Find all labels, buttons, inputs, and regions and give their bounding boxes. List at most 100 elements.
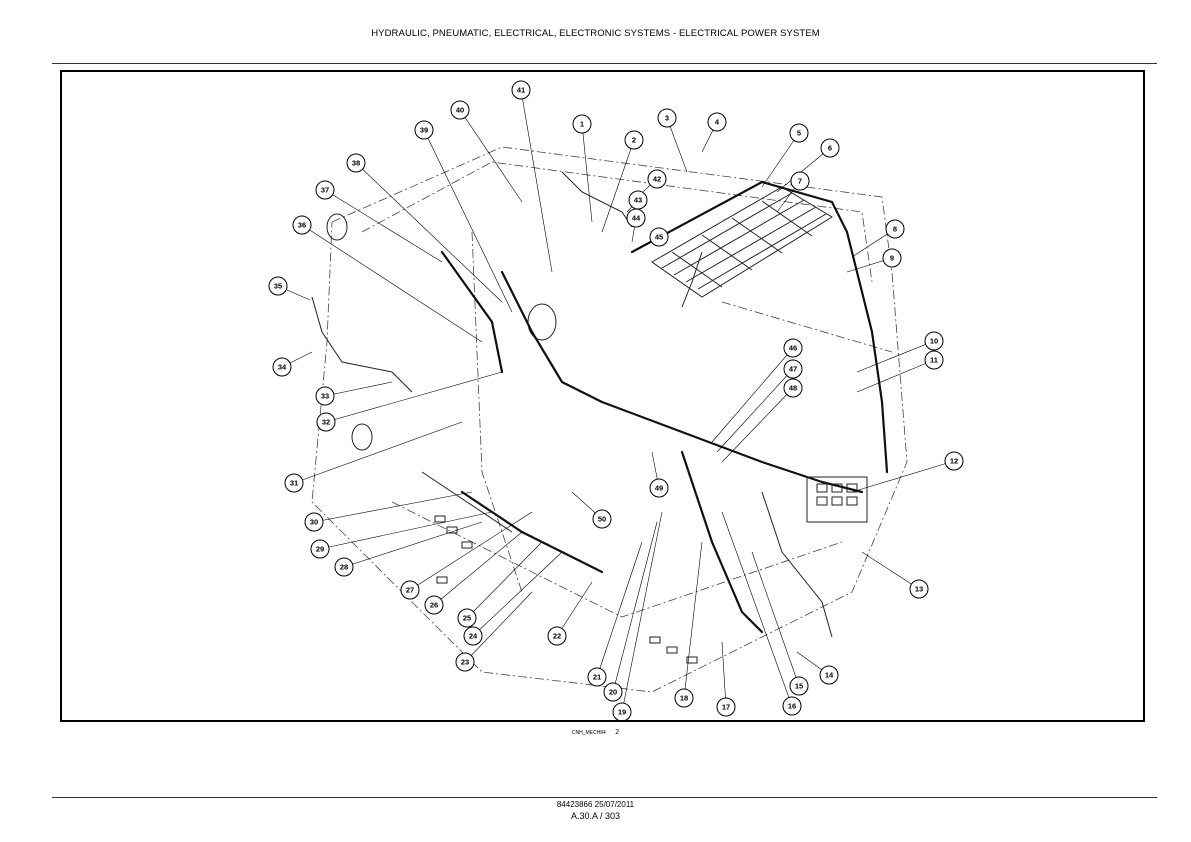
callout-label-39: 39 (420, 126, 428, 135)
callout-label-12: 12 (950, 457, 958, 466)
callout-label-4: 4 (715, 118, 720, 127)
callout-2: 2 (624, 130, 644, 150)
callout-label-49: 49 (655, 484, 663, 493)
callout-label-14: 14 (825, 671, 834, 680)
callout-leader-23 (464, 591, 533, 663)
callout-leader-28 (343, 521, 483, 568)
callout-leader-19 (621, 511, 663, 713)
callout-leader-37 (324, 189, 443, 263)
callout-31: 31 (284, 473, 304, 493)
callout-28: 28 (334, 557, 354, 577)
caption-number: 2 (615, 729, 620, 736)
callout-21: 21 (587, 667, 607, 687)
callout-label-26: 26 (430, 601, 438, 610)
frame-outline (311, 146, 908, 693)
callout-34: 34 (272, 357, 292, 377)
callout-leader-15 (751, 551, 800, 687)
callout-leaders (277, 89, 955, 713)
callout-leader-21 (596, 541, 643, 678)
callout-label-37: 37 (321, 186, 329, 195)
callout-16: 16 (782, 696, 802, 716)
callout-label-25: 25 (463, 614, 471, 623)
document-reference: 84423866 25/07/2011 (556, 800, 635, 809)
callout-leader-41 (520, 89, 553, 273)
callout-5: 5 (789, 123, 809, 143)
callout-33: 33 (315, 386, 335, 406)
callout-label-47: 47 (789, 365, 797, 374)
callout-24: 24 (463, 626, 483, 646)
callout-leader-38 (355, 162, 503, 303)
callout-label-44: 44 (632, 214, 641, 223)
callout-19: 19 (612, 702, 632, 720)
callout-leader-6 (776, 147, 831, 193)
callout-45: 45 (649, 227, 669, 247)
callout-39: 39 (414, 120, 434, 140)
callout-leader-10 (856, 340, 935, 373)
callout-43: 43 (628, 190, 648, 210)
callout-label-17: 17 (722, 703, 730, 712)
callout-40: 40 (450, 100, 470, 120)
callout-8: 8 (885, 219, 905, 239)
callout-label-41: 41 (517, 86, 525, 95)
callout-label-5: 5 (797, 129, 801, 138)
callout-leader-26 (433, 531, 523, 606)
callout-label-50: 50 (598, 515, 606, 524)
callout-leader-39 (423, 129, 513, 313)
callout-leader-17 (721, 641, 727, 708)
callout-22: 22 (547, 626, 567, 646)
callout-label-1: 1 (580, 120, 584, 129)
callout-label-34: 34 (278, 363, 287, 372)
callout-29: 29 (310, 539, 330, 559)
page-number: A.30.A / 303 (570, 811, 621, 821)
callout-label-40: 40 (456, 106, 464, 115)
callout-48: 48 (783, 378, 803, 398)
footer-rule (52, 797, 1157, 798)
callout-label-21: 21 (593, 673, 601, 682)
callout-9: 9 (882, 248, 902, 268)
callout-44: 44 (626, 208, 646, 228)
callout-label-29: 29 (316, 545, 324, 554)
callout-label-2: 2 (632, 136, 636, 145)
callout-label-18: 18 (680, 694, 688, 703)
callout-leader-24 (472, 551, 563, 637)
figure-caption: CNH_MECH84 2 (0, 729, 1191, 736)
callout-25: 25 (457, 608, 477, 628)
callout-leader-29 (319, 511, 493, 550)
callout-27: 27 (400, 580, 420, 600)
callout-label-46: 46 (789, 344, 797, 353)
callout-label-48: 48 (789, 384, 797, 393)
callout-label-33: 33 (321, 392, 329, 401)
callout-label-9: 9 (890, 254, 894, 263)
callout-leader-32 (325, 371, 503, 423)
callout-leader-33 (324, 381, 393, 397)
callout-leader-18 (683, 541, 703, 699)
callout-label-22: 22 (553, 632, 561, 641)
callout-42: 42 (647, 169, 667, 189)
fuse-relay-box (806, 476, 868, 523)
callout-leader-47 (716, 368, 794, 453)
callout-label-10: 10 (930, 337, 938, 346)
callout-leader-46 (711, 347, 794, 443)
caption-code: CNH_MECH84 (571, 730, 606, 736)
cab-roof-grille (651, 186, 833, 298)
callout-leader-31 (293, 421, 463, 484)
callout-leader-5 (761, 132, 800, 188)
callout-label-7: 7 (798, 177, 802, 186)
callout-leader-16 (721, 511, 793, 707)
callout-10: 10 (924, 331, 944, 351)
callout-49: 49 (649, 478, 669, 498)
callout-3: 3 (657, 108, 677, 128)
callout-leader-25 (466, 541, 543, 619)
callout-label-31: 31 (290, 479, 298, 488)
callout-12: 12 (944, 451, 964, 471)
callout-label-6: 6 (828, 144, 832, 153)
callout-50: 50 (592, 509, 612, 529)
callout-32: 32 (316, 412, 336, 432)
callout-leader-1 (581, 123, 593, 223)
callout-label-16: 16 (788, 702, 796, 711)
callout-36: 36 (292, 215, 312, 235)
callout-label-23: 23 (461, 658, 469, 667)
callout-label-42: 42 (653, 175, 661, 184)
